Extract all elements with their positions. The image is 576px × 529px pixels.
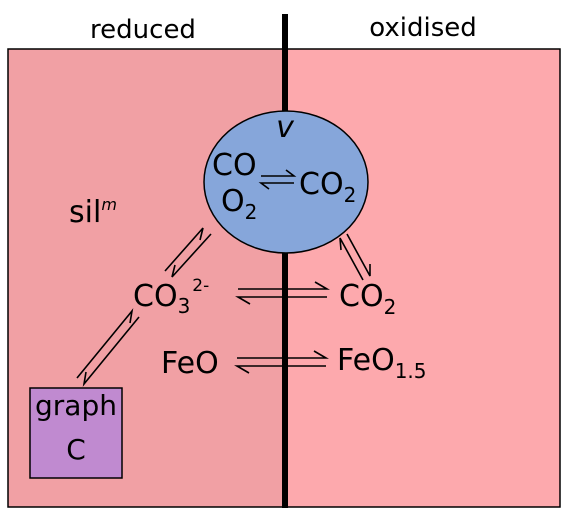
graphite-carbonate-equilibrium-arrow (76, 308, 140, 387)
bubble-co2-equilibrium-arrow (339, 233, 371, 281)
vapour-bubble (203, 110, 369, 254)
carbonate-ion: CO32- (133, 276, 209, 318)
graphite-label-line2: C (66, 433, 86, 466)
graphite-label-line1: graph (35, 389, 117, 422)
bubble-co: CO (212, 148, 257, 183)
feo-reduced: FeO (161, 346, 219, 381)
bubble-o2: O2 (221, 184, 257, 224)
bubble-label: v (276, 110, 295, 145)
oxidised-region (284, 48, 561, 508)
graphite-box (29, 387, 123, 479)
bubble-co2: CO2 (299, 167, 356, 207)
reduced-label: reduced (90, 15, 196, 45)
bubble-equilibrium-arrow (258, 169, 297, 190)
melt-label: silm (69, 195, 117, 230)
feo15-oxidised: FeO1.5 (337, 343, 427, 383)
carbonate-co2-equilibrium-arrow (235, 281, 330, 305)
co2-oxidised: CO2 (339, 279, 396, 319)
oxidised-label: oxidised (369, 13, 477, 43)
carbonate-bubble-equilibrium-arrow (164, 227, 212, 278)
feo-equilibrium-arrow (234, 350, 329, 374)
